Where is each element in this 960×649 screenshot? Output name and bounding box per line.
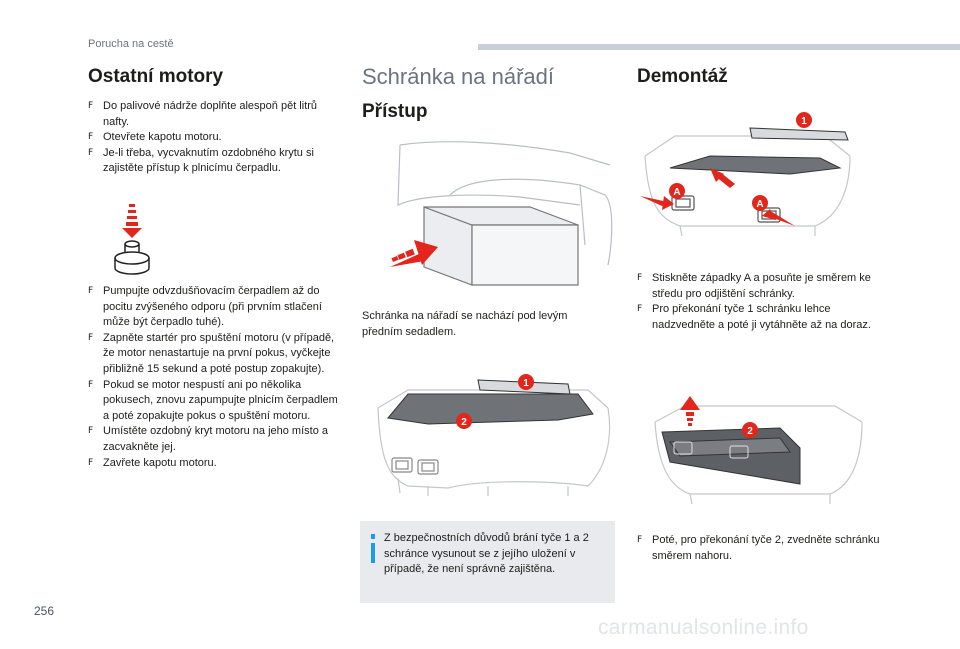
callout-1-label: 1	[801, 116, 807, 127]
info-icon	[371, 534, 375, 563]
callout-A-left: A	[673, 187, 680, 198]
running-header: Porucha na cestě	[88, 38, 174, 50]
bullet-icon: F	[88, 132, 94, 143]
callout-1-label: 1	[523, 378, 529, 389]
subsection-title-access: Přístup	[362, 101, 428, 122]
bullet-icon: F	[88, 286, 94, 296]
bullet-icon: F	[88, 457, 94, 468]
header-bar	[478, 44, 960, 50]
section-title-toolbox: Schránka na nářadí	[362, 64, 555, 89]
watermark: carmanualsonline.info	[598, 616, 809, 639]
seat-toolbox-illustration	[390, 141, 613, 286]
toolbox-location-text: Schránka na nářadí se nachází pod levým …	[362, 310, 568, 338]
bullet-icon: F	[88, 379, 94, 390]
toolbox-rods-illustration: 1 2	[377, 374, 611, 496]
bullet-icon: F	[637, 304, 643, 315]
bullet-icon: F	[88, 147, 94, 158]
bullet-icon: F	[88, 426, 94, 437]
latch-release-illustration: 1 A A	[640, 112, 851, 237]
section-title-removal: Demontáž	[637, 66, 728, 87]
callout-2-label: 2	[461, 417, 467, 428]
bullet-icon: F	[637, 273, 643, 283]
safety-note: Z bezpečnostních důvodů brání tyče 1 a 2…	[360, 521, 615, 603]
page-number: 256	[34, 604, 55, 618]
callout-2-label: 2	[747, 426, 753, 437]
bullet-icon: F	[88, 101, 94, 111]
section-title-other-engines: Ostatní motory	[88, 66, 224, 87]
safety-note-text: Z bezpečnostních důvodů brání tyče 1 a 2…	[384, 532, 589, 576]
callout-A-right: A	[756, 199, 763, 210]
priming-pump-illustration	[114, 204, 150, 275]
bullet-icon: F	[88, 332, 94, 343]
bullet-icon: F	[637, 535, 643, 545]
lift-toolbox-illustration: 2	[654, 396, 863, 505]
